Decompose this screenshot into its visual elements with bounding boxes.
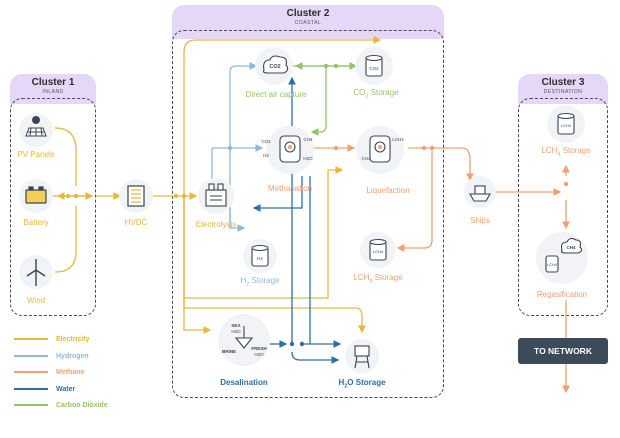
desalination-icon: [234, 326, 254, 349]
lch4-storage-c3-icon: [557, 112, 575, 135]
cluster-3-box: [518, 98, 608, 316]
h2-storage-label: H2 Storage: [240, 276, 280, 288]
wind-label: Wind: [26, 296, 46, 305]
cluster-3-subtitle: DESTINATION: [543, 89, 583, 95]
liquefaction-in-ch4: CH4: [361, 156, 370, 161]
cluster-2-subtitle: COASTAL: [294, 20, 322, 26]
wind-turbine-icon: [26, 259, 46, 286]
liquefaction-label: Liquefaction: [366, 186, 410, 195]
electrolysis-icon: [205, 183, 227, 207]
battery-label: Battery: [23, 218, 49, 227]
pv-panels-label: PV Panels: [17, 150, 55, 159]
liquefaction-icon: [369, 135, 391, 163]
ships-label: Ships: [469, 216, 491, 225]
ship-icon: [469, 185, 491, 202]
co2-storage-label: CO2 Storage: [353, 88, 399, 100]
regasification-icon: [545, 237, 583, 273]
cluster-3-tab: Cluster 3 DESTINATION: [518, 74, 608, 104]
cluster-1-subtitle: INLAND: [42, 89, 64, 95]
pv-panel-icon: [25, 116, 47, 137]
regasification-ch4: CH4: [566, 245, 575, 250]
methanation-in-h2: H2: [263, 153, 269, 158]
cluster-3-title: Cluster 3: [541, 77, 585, 88]
water-lines: [252, 76, 342, 364]
methanation-in-co2: CO2: [261, 139, 271, 144]
legend-hydrogen: Hydrogen: [14, 350, 89, 362]
cluster-2-tab: Cluster 2 COASTAL: [172, 5, 444, 39]
lch4-storage-c2-label: LCH4 Storage: [353, 273, 403, 285]
dac-label: Direct air capture: [245, 90, 307, 99]
desalination-fresh: FRESH: [251, 346, 266, 351]
methanation-out-ch4: CH4: [303, 137, 312, 142]
legend-electricity: Electricity: [14, 333, 89, 345]
co2-storage-icon: [365, 54, 383, 77]
lch4-storage-c2-icon-text: LCH4: [373, 249, 384, 254]
legend-methane: Methane: [14, 366, 84, 378]
desalination-label: Desalination: [220, 378, 268, 387]
cluster-1-title: Cluster 1: [31, 77, 75, 88]
lch4-storage-c3-label: LCH4 Storage: [541, 146, 591, 158]
to-network-badge: TO NETWORK: [518, 338, 608, 364]
desalination-sea-h2o: H2O: [231, 329, 241, 334]
desalination-sea: SEA: [231, 323, 241, 328]
co2-lines: [292, 62, 358, 136]
cluster-1-tab: Cluster 1 INLAND: [10, 74, 96, 104]
direct-air-capture-icon: [262, 55, 289, 74]
regasification-lch4: LCH4: [547, 263, 557, 267]
lch4-storage-c3-icon-text: LCH4: [561, 123, 572, 128]
legend-carbon-dioxide: Carbon Dioxide: [14, 399, 108, 411]
h2o-storage-label: H2O Storage: [338, 378, 386, 390]
desalination-fresh-h2o: H2O: [254, 352, 264, 357]
dac-icon-text: CO2: [269, 64, 280, 70]
battery-icon: [25, 186, 47, 204]
junction-dots: [65, 63, 569, 347]
hvdc-label: HVDC: [124, 218, 148, 227]
legend-water: Water: [14, 383, 75, 395]
hydrogen-lines: [211, 62, 264, 232]
lch4-storage-c2-icon: [369, 238, 387, 261]
h2-storage-icon-text: H2: [257, 256, 263, 261]
water-tower-icon: [354, 345, 370, 369]
methanation-icon: [279, 135, 301, 163]
cluster-2-title: Cluster 2: [286, 8, 330, 19]
methanation-label: Methanation: [267, 184, 313, 193]
h2-storage-icon: [251, 244, 269, 267]
cluster-1-box: [10, 98, 96, 316]
electrolysis-label: Electrolysis: [195, 220, 237, 229]
hvdc-icon: [127, 185, 145, 207]
co2-storage-icon-text: CO2: [369, 66, 379, 71]
desalination-brine: BRINE: [222, 349, 236, 354]
methanation-out-h2o: H2O: [303, 156, 313, 161]
liquefaction-out-lch4: LCH4: [392, 137, 404, 142]
cluster-2-box: [172, 30, 444, 398]
regasification-label: Regasification: [536, 290, 588, 299]
